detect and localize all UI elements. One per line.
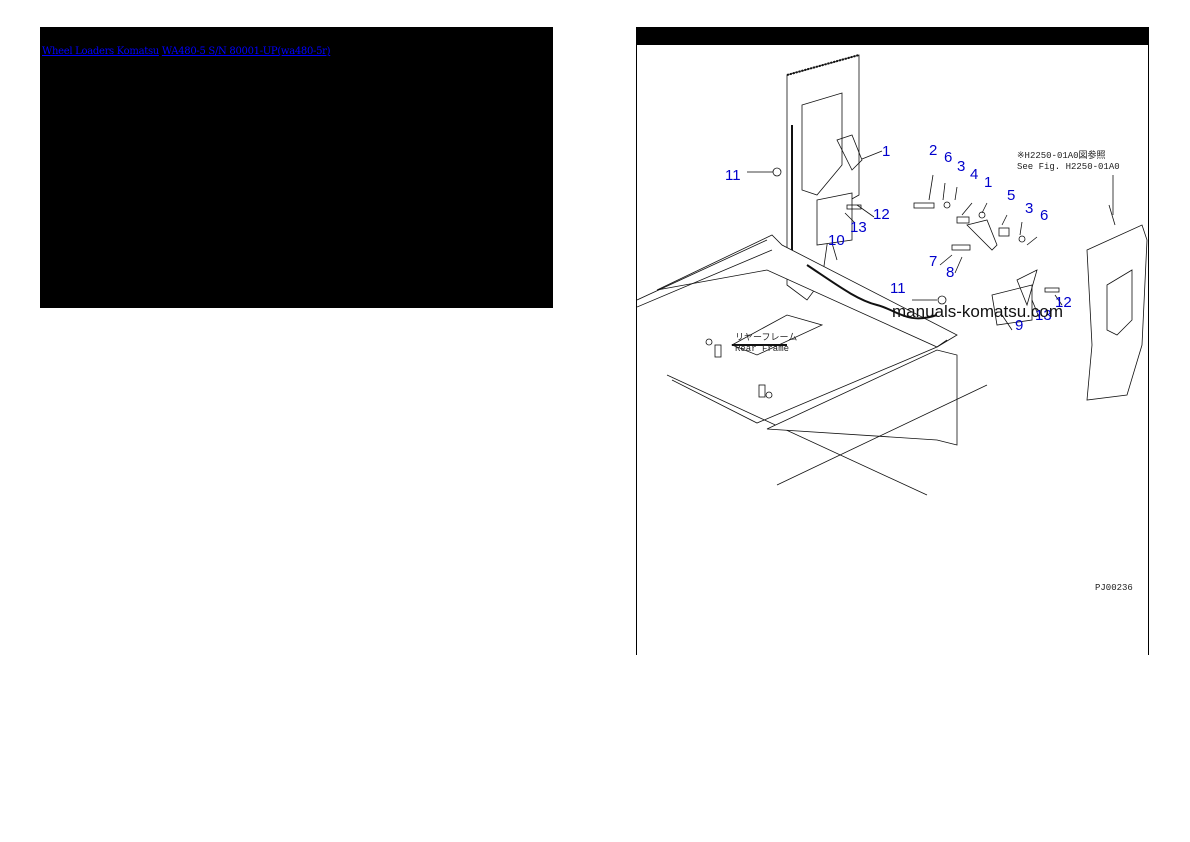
- callout-6: 6: [944, 149, 952, 166]
- rear-frame-label-en: Rear Frame: [735, 344, 789, 354]
- see-fig-note-jp: ※H2250-01A0図参照: [1017, 149, 1106, 161]
- breadcrumb-link-model[interactable]: WA480-5 S/N 80001-UP(wa480-5r): [161, 46, 331, 57]
- callout-13b: 13: [1035, 307, 1052, 324]
- callout-12: 12: [873, 206, 890, 223]
- breadcrumb: Wheel Loaders Komatsu WA480-5 S/N 80001-…: [42, 46, 331, 57]
- callout-11: 11: [725, 167, 741, 184]
- content-panel-left: Wheel Loaders Komatsu WA480-5 S/N 80001-…: [40, 27, 553, 308]
- rear-frame-label-jp: リヤーフレーム: [735, 332, 797, 343]
- callout-12b: 12: [1055, 294, 1072, 311]
- figure-code: PJ00236: [1095, 583, 1133, 593]
- callout-9: 9: [1015, 317, 1023, 334]
- callout-8: 8: [946, 264, 954, 281]
- callout-2: 2: [929, 142, 937, 159]
- callout-11b: 11: [890, 280, 906, 297]
- breadcrumb-link-category[interactable]: Wheel Loaders Komatsu: [42, 46, 159, 57]
- callout-6b: 6: [1040, 207, 1048, 224]
- callout-4: 4: [970, 166, 978, 183]
- callout-1b: 1: [984, 174, 992, 191]
- parts-diagram: 1 11 12 13 10 2 6 3 4 1 5 3 6 7 8 11 12 …: [637, 54, 1148, 593]
- callout-3b: 3: [1025, 200, 1033, 217]
- see-fig-note-en: See Fig. H2250-01A0: [1017, 162, 1120, 172]
- callout-1: 1: [882, 143, 890, 160]
- diagram-header-bar: [637, 27, 1148, 45]
- callout-13: 13: [850, 219, 867, 236]
- watermark-text: manuals-komatsu.com: [892, 302, 1063, 321]
- callout-10: 10: [828, 232, 845, 249]
- callout-3: 3: [957, 158, 965, 175]
- callout-7: 7: [929, 253, 937, 270]
- callout-5: 5: [1007, 187, 1015, 204]
- diagram-panel: 1 11 12 13 10 2 6 3 4 1 5 3 6 7 8 11 12 …: [636, 27, 1149, 655]
